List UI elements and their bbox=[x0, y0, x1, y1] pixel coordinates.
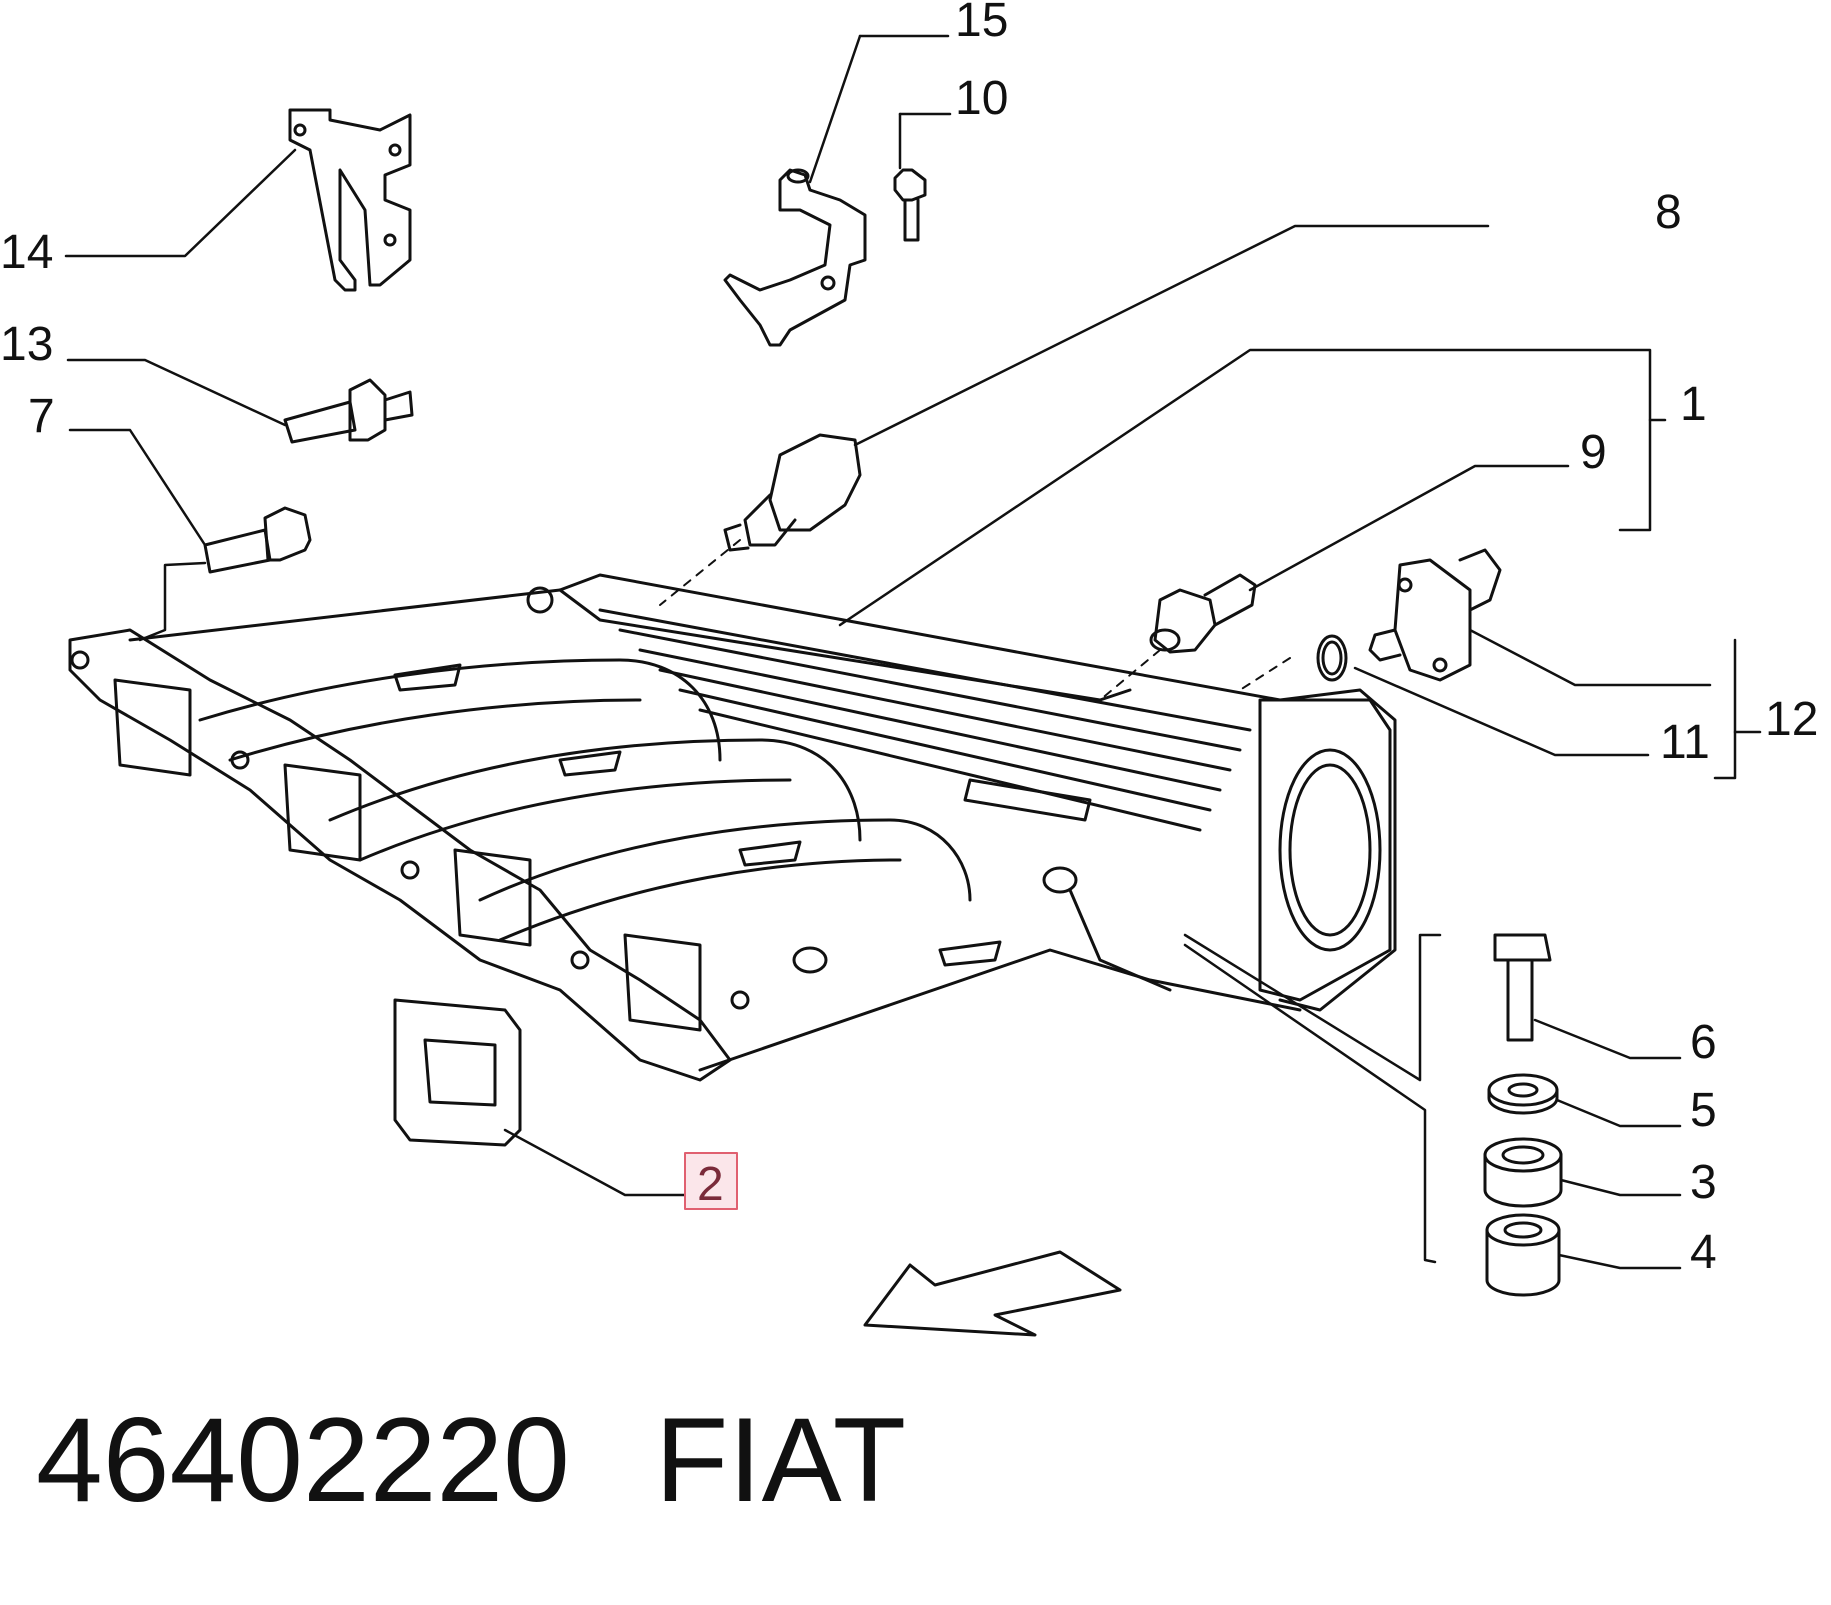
dashed-lines bbox=[659, 539, 1291, 701]
callout-7: 7 bbox=[28, 390, 55, 443]
direction-arrow bbox=[863, 1250, 1122, 1337]
sensor-part-9 bbox=[1149, 573, 1257, 654]
leader-lines bbox=[64, 34, 1762, 1270]
idle-valve-part-12 bbox=[1368, 548, 1502, 682]
callout-15: 15 bbox=[955, 0, 1008, 47]
callout-9: 9 bbox=[1580, 426, 1607, 479]
callout-2: 2 bbox=[697, 1158, 724, 1211]
callout-1: 1 bbox=[1680, 378, 1707, 431]
gasket-part-2 bbox=[393, 998, 522, 1147]
washer-part-5 bbox=[1487, 1073, 1559, 1115]
brand-name: FIAT bbox=[655, 1393, 907, 1527]
callout-6: 6 bbox=[1690, 1016, 1717, 1069]
callout-labels: 15 10 14 13 7 8 1 9 12 11 6 5 3 4 2 bbox=[0, 0, 1818, 1279]
callout-12: 12 bbox=[1765, 693, 1818, 746]
bolt-part-10 bbox=[893, 168, 927, 242]
o-ring-part-11 bbox=[1316, 634, 1348, 682]
bolt-part-7 bbox=[203, 506, 312, 574]
callout-14: 14 bbox=[0, 226, 53, 279]
spacer-part-4 bbox=[1485, 1213, 1561, 1297]
bolt-part-6 bbox=[1493, 933, 1552, 1042]
sensor-part-8 bbox=[723, 433, 862, 552]
bracket-part-15 bbox=[723, 168, 867, 347]
callout-10: 10 bbox=[955, 72, 1008, 125]
intake-manifold bbox=[68, 573, 1397, 1082]
callout-8: 8 bbox=[1655, 186, 1682, 239]
nut-part-3 bbox=[1483, 1137, 1563, 1208]
highlight-box bbox=[684, 1152, 738, 1210]
callout-4: 4 bbox=[1690, 1226, 1717, 1279]
callout-11: 11 bbox=[1660, 716, 1710, 769]
stud-part-13 bbox=[283, 378, 414, 444]
callout-13: 13 bbox=[0, 318, 53, 371]
part-number: 46402220 bbox=[36, 1393, 570, 1527]
callout-5: 5 bbox=[1690, 1084, 1717, 1137]
callout-3: 3 bbox=[1690, 1156, 1717, 1209]
bracket-part-14 bbox=[288, 108, 412, 292]
